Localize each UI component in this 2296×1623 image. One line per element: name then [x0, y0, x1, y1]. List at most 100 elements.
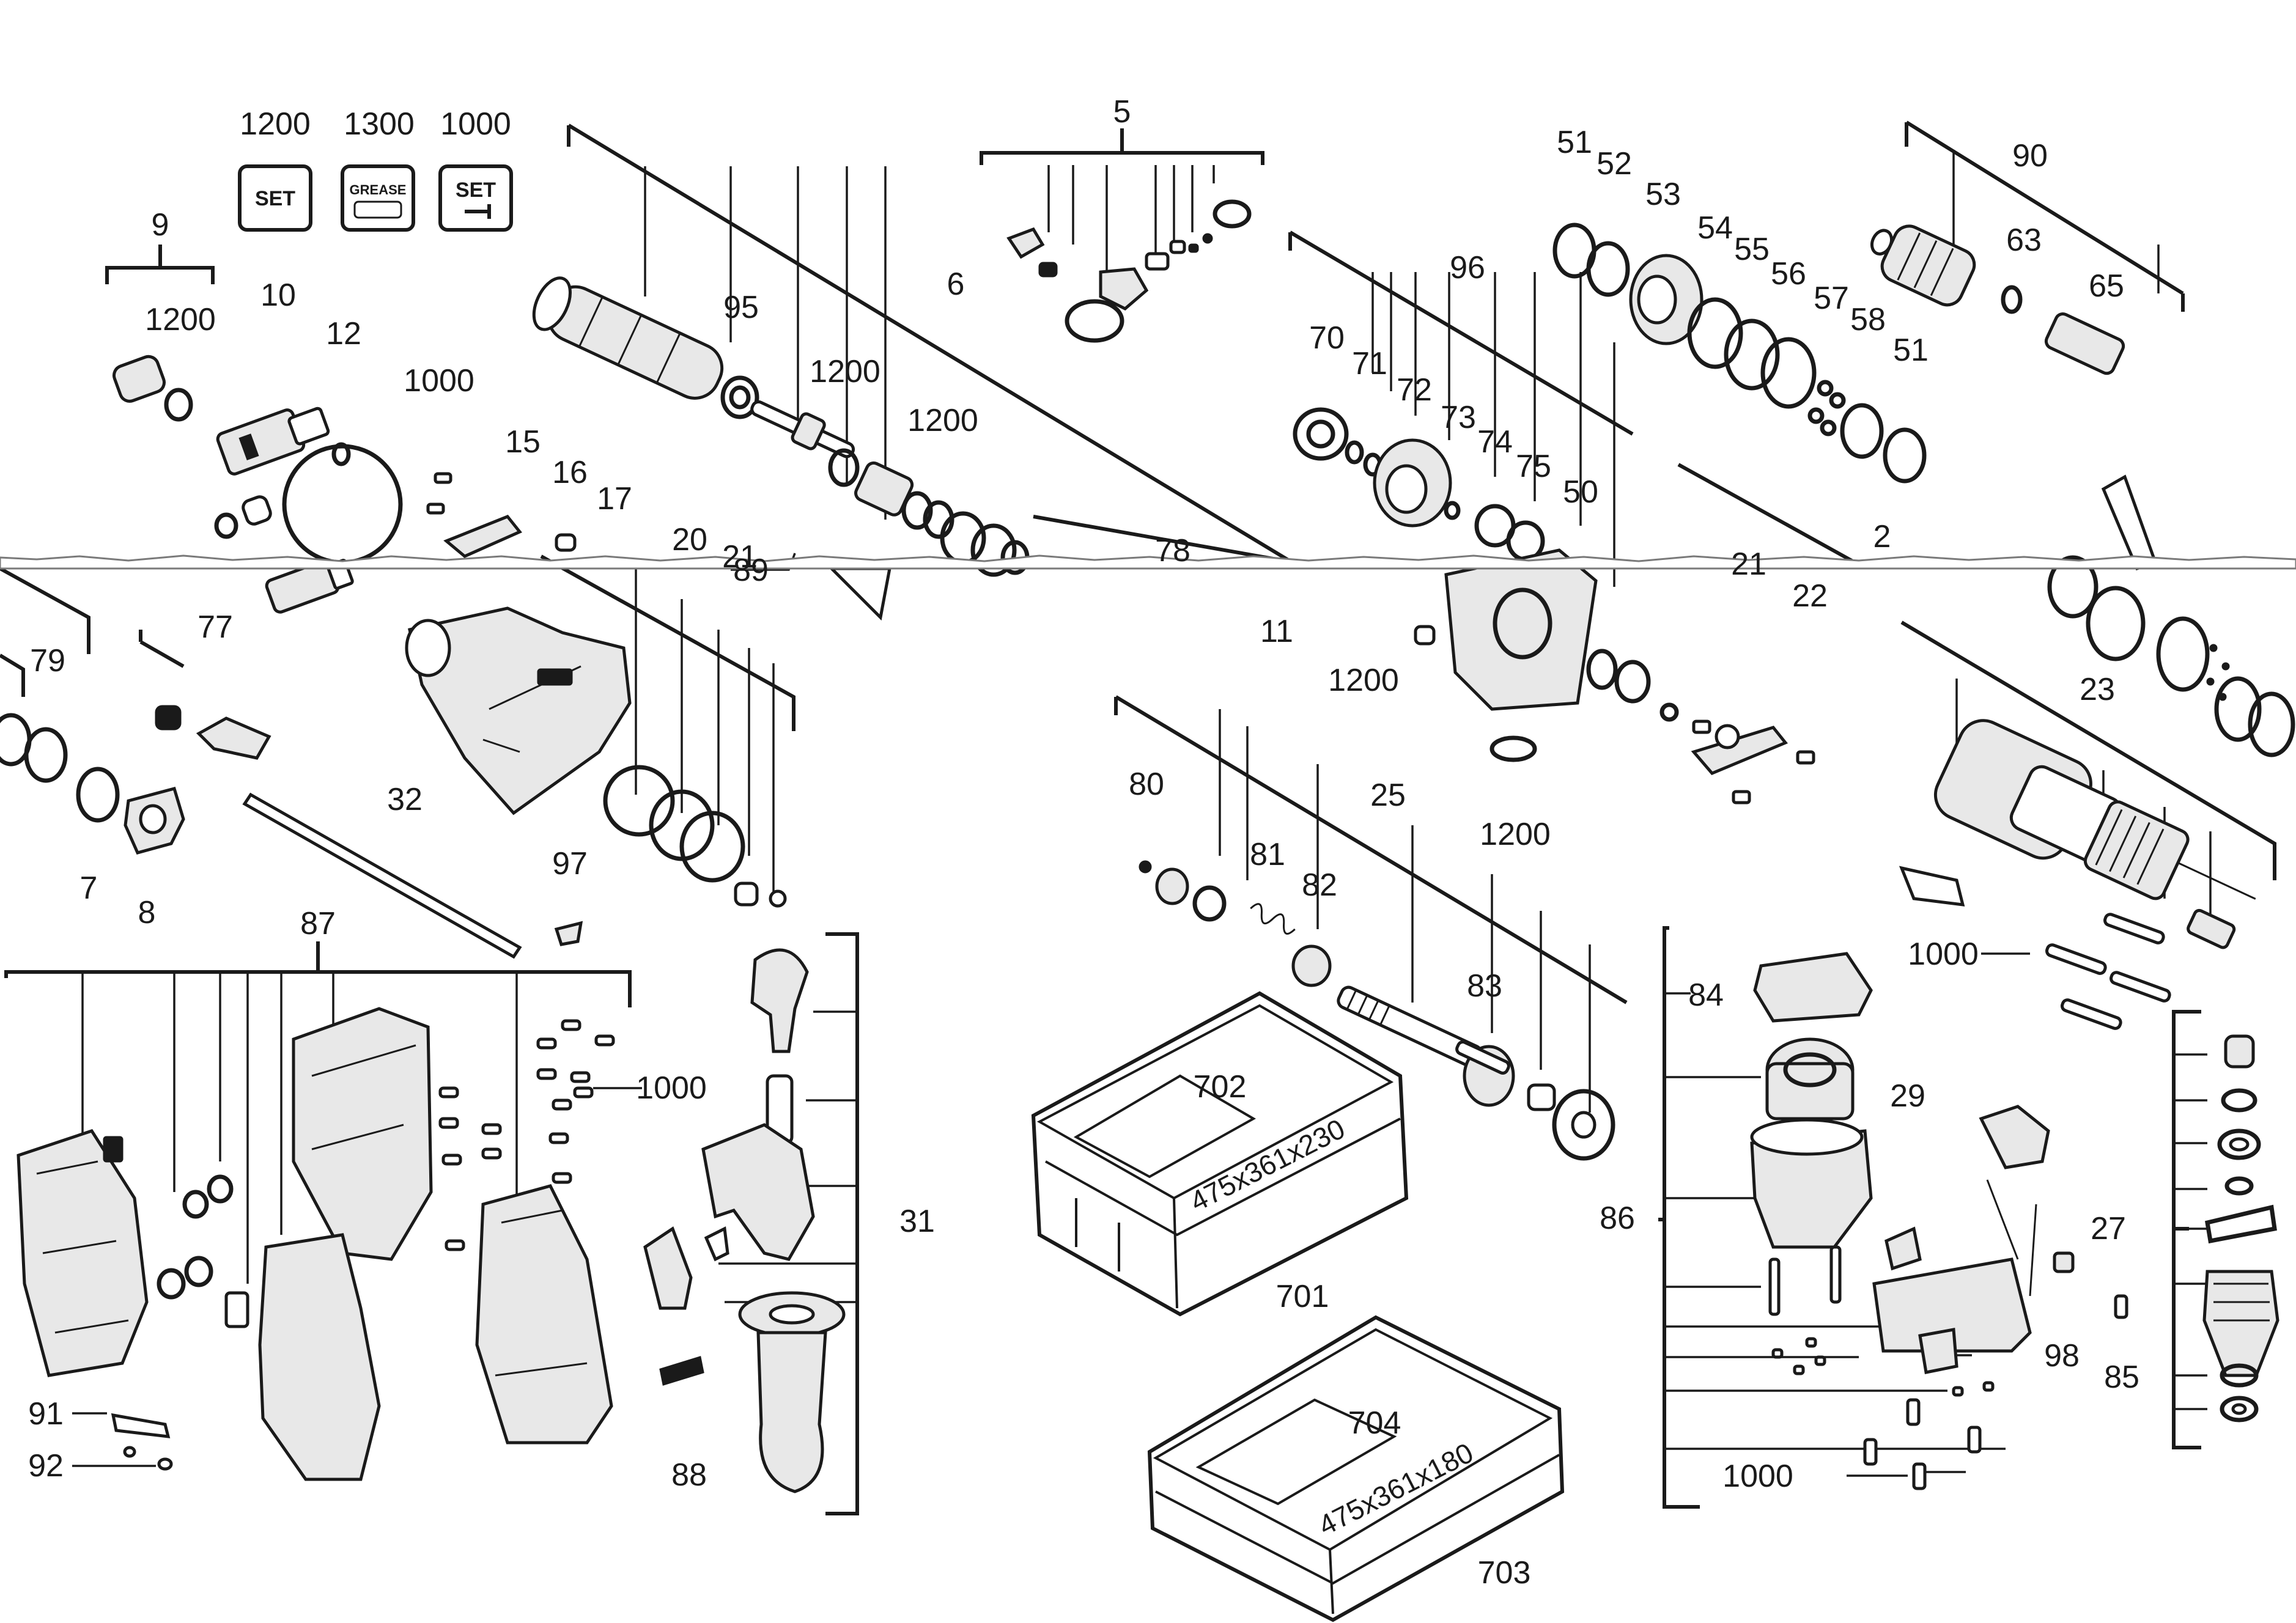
- set-screw-icon-text: SET: [456, 178, 496, 202]
- part-label: 23: [2080, 672, 2115, 707]
- part-label: 22: [1792, 578, 1828, 614]
- torn-edge: [0, 554, 2296, 570]
- carry-case-230: [1031, 991, 1409, 1317]
- part-label: 20: [672, 522, 707, 558]
- part-label: 86: [1600, 1201, 1635, 1236]
- part-label: 10: [260, 278, 296, 313]
- part-group-armature: [2114, 1034, 2279, 1422]
- part-group-left-middle: [0, 567, 892, 959]
- part-label: 27: [2091, 1211, 2126, 1246]
- part-label: 54: [1697, 210, 1733, 246]
- part-label: 32: [387, 782, 423, 817]
- part-label: 1200: [145, 302, 216, 337]
- part-label: 58: [1850, 302, 1886, 337]
- part-label: 51: [1893, 333, 1929, 368]
- part-label: 51: [1557, 125, 1592, 160]
- part-label: 704: [1348, 1405, 1401, 1441]
- part-label: 703: [1478, 1555, 1531, 1591]
- part-label: 83: [1467, 968, 1502, 1004]
- part-label: 74: [1477, 424, 1513, 460]
- part-label: 5: [1113, 94, 1131, 130]
- part-label: 79: [30, 643, 65, 679]
- part-label: 6: [947, 267, 965, 302]
- part-label: 701: [1276, 1279, 1329, 1314]
- part-label: 1200: [907, 403, 978, 438]
- set-icon-group: 1200 1300 1000 SET GREASE SET: [238, 106, 513, 232]
- part-label: 55: [1734, 232, 1770, 267]
- part-label: 85: [2104, 1360, 2139, 1395]
- carry-case-180: [1147, 1315, 1565, 1622]
- part-group-shaft: [1139, 860, 1615, 1161]
- part-label: 63: [2006, 223, 2042, 258]
- part-label: 1200: [1480, 817, 1551, 852]
- part-label: 82: [1302, 867, 1337, 903]
- part-group-gearbox: [1293, 407, 1815, 804]
- part-label: 95: [723, 290, 759, 325]
- assembly-brackets: [0, 120, 2276, 1515]
- part-group-top-right: [1552, 223, 2125, 484]
- part-label: 56: [1771, 256, 1806, 292]
- part-label: 7: [80, 870, 98, 906]
- set-screw-icon: SET: [438, 164, 513, 232]
- part-label: 92: [28, 1448, 64, 1484]
- grease-icon-text: GREASE: [350, 182, 407, 197]
- part-label: 9: [152, 207, 169, 243]
- set-icon-text: SET: [255, 187, 295, 210]
- part-label: 71: [1352, 346, 1387, 381]
- part-label: 31: [899, 1204, 935, 1239]
- part-group-top-center: [532, 199, 1252, 577]
- small-balls: [2206, 644, 2230, 701]
- part-label: 73: [1441, 400, 1476, 435]
- grease-icon-number: 1300: [344, 106, 415, 142]
- part-label: 8: [138, 895, 156, 930]
- part-label: 1000: [404, 363, 474, 399]
- part-label: 1200: [1328, 663, 1399, 698]
- part-label: 96: [1450, 250, 1485, 285]
- part-label: 89: [733, 553, 769, 588]
- part-label: 77: [197, 609, 233, 645]
- part-label: 1200: [810, 354, 880, 389]
- ball-bearings: [1807, 380, 1846, 436]
- part-label: 72: [1397, 372, 1432, 408]
- part-label: 1000: [636, 1070, 707, 1106]
- grease-icon: GREASE: [341, 164, 415, 232]
- part-labels: 9 1200 10 12 1000 15 16 17 20 21 89 95 1…: [28, 94, 2139, 1591]
- part-label: 21: [1731, 547, 1766, 582]
- part-group-side-handle: [643, 948, 846, 1493]
- part-label: 84: [1688, 977, 1724, 1013]
- part-label: 12: [326, 316, 361, 351]
- part-label: 88: [671, 1457, 707, 1493]
- motor-screws: [1771, 1337, 1995, 1490]
- part-label: 70: [1309, 320, 1345, 356]
- part-label: 57: [1814, 281, 1849, 316]
- set-icon-number: 1200: [240, 106, 311, 142]
- set-icon: SET: [238, 164, 312, 232]
- part-label: 11: [1260, 614, 1293, 649]
- part-label: 78: [1155, 533, 1190, 569]
- part-label: 25: [1370, 778, 1406, 813]
- part-label: 15: [505, 424, 541, 460]
- part-label: 81: [1250, 837, 1285, 872]
- part-label: 2: [1873, 519, 1891, 554]
- set-screw-icon-number: 1000: [440, 106, 511, 142]
- part-group-upper-left: [112, 355, 577, 614]
- part-label: 80: [1129, 767, 1164, 802]
- part-group-housing: [17, 1007, 615, 1481]
- part-label: 1000: [1722, 1459, 1793, 1494]
- leader-lines: [72, 150, 2212, 1477]
- part-group-motor: [1750, 952, 2075, 1490]
- part-label: 29: [1890, 1078, 1925, 1114]
- part-label: 53: [1645, 177, 1681, 212]
- part-label: 21: [722, 539, 758, 575]
- part-label: 65: [2089, 268, 2124, 304]
- housing-screws: [438, 1019, 615, 1251]
- part-label: 87: [300, 906, 336, 941]
- part-label: 90: [2012, 138, 2048, 174]
- part-label: 98: [2044, 1338, 2080, 1374]
- part-label: 97: [552, 846, 588, 881]
- part-label: 702: [1194, 1069, 1247, 1105]
- part-label: 50: [1563, 474, 1598, 510]
- part-label: 75: [1516, 449, 1551, 484]
- part-label: 91: [28, 1396, 64, 1432]
